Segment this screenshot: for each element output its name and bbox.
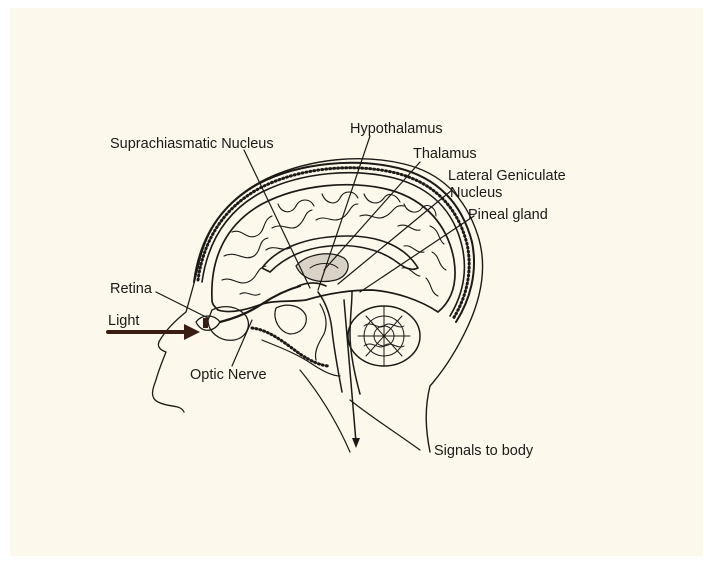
optic-nerve-path — [220, 286, 300, 322]
label-pineal-gland: Pineal gland — [468, 207, 548, 224]
label-optic-nerve: Optic Nerve — [190, 367, 267, 384]
label-thalamus: Thalamus — [413, 146, 477, 163]
leader-lines — [156, 136, 474, 450]
brainstem-back — [350, 292, 360, 394]
label-suprachiasmatic-nucleus: Suprachiasmatic Nucleus — [110, 136, 274, 153]
leader-retina — [156, 292, 208, 318]
cerebrum — [212, 185, 455, 312]
label-lgn-line2: Nucleus — [450, 185, 502, 202]
leader-pineal — [360, 216, 474, 292]
nape-line — [300, 370, 350, 452]
light-arrowhead — [184, 324, 200, 340]
cerebellum-folia — [358, 306, 410, 366]
signal-arrowhead — [352, 438, 360, 448]
label-light: Light — [108, 313, 139, 330]
face-profile — [153, 268, 199, 412]
leader-scn — [244, 150, 310, 288]
pons — [315, 304, 326, 360]
label-retina: Retina — [110, 281, 152, 298]
label-lgn-line1: Lateral Geniculate — [448, 168, 566, 185]
leader-signals — [350, 400, 420, 450]
label-hypothalamus: Hypothalamus — [350, 121, 443, 138]
sphenoid — [275, 305, 306, 334]
eye-pupil — [203, 318, 208, 328]
optic-chiasm — [298, 283, 326, 286]
leader-optic-nerve — [232, 320, 252, 366]
label-signals-to-body: Signals to body — [434, 443, 533, 460]
